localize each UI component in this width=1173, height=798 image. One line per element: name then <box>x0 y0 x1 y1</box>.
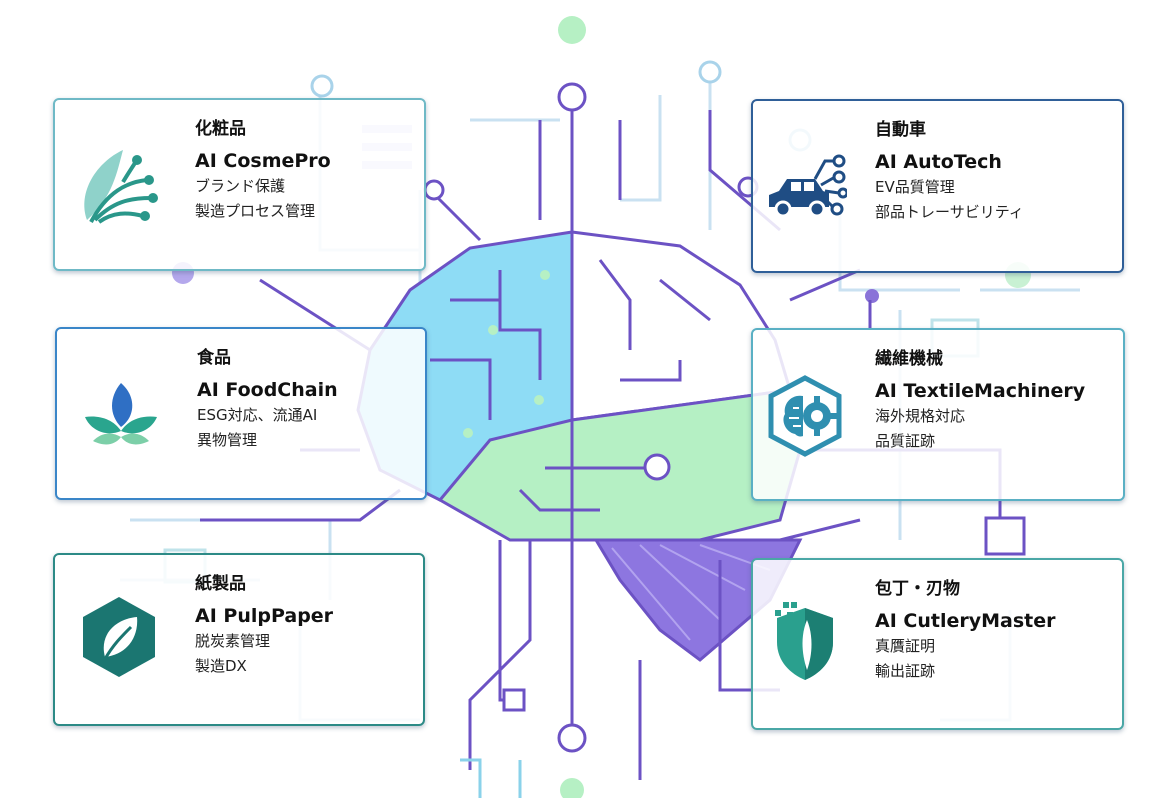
card-feature: ESG対応、流通AI <box>197 406 318 424</box>
leaf-swirl-icon <box>84 150 158 224</box>
card-category: 自動車 <box>875 120 926 140</box>
card-feature: EV品質管理 <box>875 178 955 196</box>
card-product-name: AI CosmePro <box>195 150 331 172</box>
card-feature: 海外規格対応 <box>875 407 966 425</box>
card-category: 紙製品 <box>195 574 246 594</box>
card-feature: 製造DX <box>195 657 247 675</box>
card-feature: 品質証跡 <box>875 432 936 450</box>
card-paper-products[interactable]: 紙製品 AI PulpPaper 脱炭素管理 製造DX <box>53 553 425 726</box>
knife-shield-icon <box>775 602 833 680</box>
sprout-icon <box>85 383 157 445</box>
connected-car-icon <box>769 154 847 218</box>
card-food[interactable]: 食品 AI FoodChain ESG対応、流通AI 異物管理 <box>55 327 427 500</box>
card-cosmetics[interactable]: 化粧品 AI CosmePro ブランド保護 製造プロセス管理 <box>53 98 426 271</box>
brain-gear-icon <box>768 375 842 457</box>
card-feature: 製造プロセス管理 <box>195 202 316 220</box>
card-feature: 真贋証明 <box>875 637 936 655</box>
card-automotive[interactable]: 自動車 AI AutoTech EV品質管理 部品トレーサビリティ <box>751 99 1124 273</box>
card-cutlery[interactable]: 包丁・刃物 AI CutleryMaster 真贋証明 輸出証跡 <box>751 558 1124 730</box>
card-feature: ブランド保護 <box>195 177 286 195</box>
card-category: 繊維機械 <box>875 349 943 369</box>
card-product-name: AI PulpPaper <box>195 605 334 627</box>
card-product-name: AI AutoTech <box>875 151 1002 173</box>
card-feature: 輸出証跡 <box>875 662 936 680</box>
card-product-name: AI FoodChain <box>197 379 338 401</box>
card-textile-machinery[interactable]: 繊維機械 AI TextileMachinery 海外規格対応 品質証跡 <box>751 328 1125 501</box>
card-feature: 部品トレーサビリティ <box>875 203 1024 221</box>
card-category: 化粧品 <box>195 119 246 139</box>
leaf-hexagon-icon <box>83 597 155 677</box>
card-feature: 異物管理 <box>197 431 258 449</box>
card-feature: 脱炭素管理 <box>195 632 271 650</box>
card-category: 食品 <box>197 348 231 368</box>
card-category: 包丁・刃物 <box>875 579 960 599</box>
card-product-name: AI TextileMachinery <box>875 380 1086 402</box>
card-product-name: AI CutleryMaster <box>875 610 1056 632</box>
